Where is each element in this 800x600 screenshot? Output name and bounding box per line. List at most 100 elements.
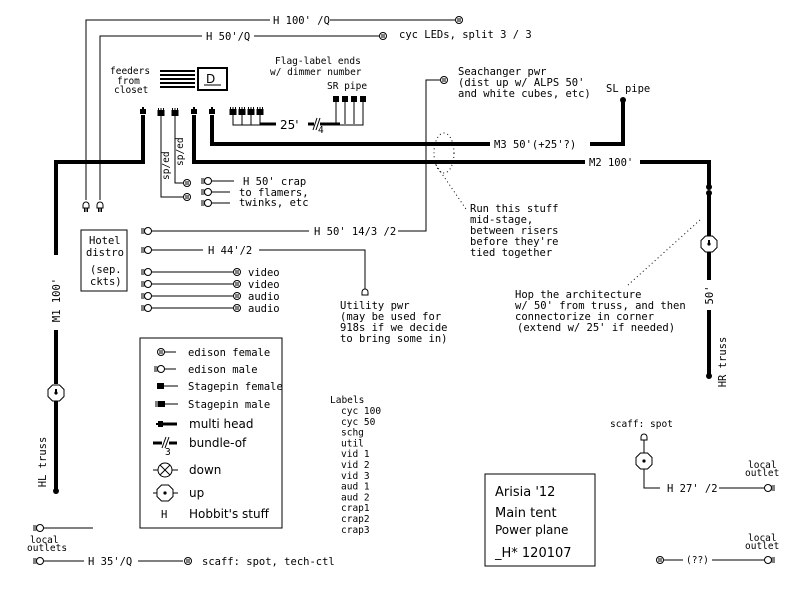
legend-label-edison-male: edison male	[188, 364, 258, 376]
feeder-m1-drop	[53, 107, 146, 494]
cable-h100q-label: H 100' /Q	[273, 15, 330, 27]
cable-m2	[191, 107, 712, 379]
hop-note-1: Hop the architecture	[515, 289, 641, 301]
crap-label-3: twinks, etc	[239, 197, 309, 209]
av-label-4: audio	[248, 303, 280, 315]
local-outlet-1-label-1: local	[748, 460, 777, 471]
label-list-item: cyc 50	[341, 417, 376, 428]
av-label-3: audio	[248, 291, 280, 303]
h44-label: H 44'/2	[208, 245, 252, 257]
hotel-label-4: ckts)	[90, 276, 122, 288]
cable-h50q: H 50'/Q	[99, 31, 387, 200]
flag-note-1: Flag-label ends	[275, 56, 361, 67]
edison-male-drop-1	[82, 201, 90, 212]
crap-label-1: H 50' crap	[243, 176, 306, 188]
hotel-label-1: Hotel	[89, 235, 121, 247]
legend-stagepin-female-icon	[157, 383, 178, 389]
flag-note-2: w/ dimmer number	[270, 67, 362, 78]
label-list-item: cyc 100	[341, 406, 381, 417]
title-venue: Main tent	[495, 506, 557, 521]
feeders-label-1: feeders	[110, 66, 150, 77]
bundle-count-label: 4	[318, 125, 324, 136]
seachanger-label-1: Seachanger pwr	[458, 66, 547, 78]
sr-pipe-label: SR pipe	[327, 81, 367, 92]
hl-truss-label: HL truss	[37, 437, 49, 488]
sp-ed-label-1: sp/ed	[161, 151, 172, 180]
dimmer-icon: D	[197, 67, 228, 91]
title-block	[484, 473, 596, 567]
utility-label-1: Utility pwr	[340, 300, 410, 312]
legend-label-stagepin-male: Stagepin male	[188, 399, 270, 411]
hop-note-2: w/ 50' from truss, and then	[515, 300, 686, 312]
cable-unknown	[656, 556, 776, 564]
legend-label-bundle-of: bundle-of	[189, 436, 247, 450]
dotted-leader-hop	[627, 219, 701, 286]
legend-multi-head-icon	[156, 421, 177, 427]
scaff-spot-tech-label: scaff: spot, tech-ctl	[202, 556, 335, 568]
legend-label-hobbit: Hobbit's stuff	[189, 507, 270, 521]
hr-50-label: 50'	[704, 286, 716, 305]
title-event: Arisia '12	[495, 485, 555, 500]
sp-ed-label-2: sp/ed	[175, 137, 186, 166]
m3-label: M3 50'(+25'?)	[494, 139, 576, 151]
utility-label-2: (may be used for	[340, 311, 441, 323]
utility-label-3: 918s if we decide	[340, 322, 447, 334]
cable-h44	[140, 246, 369, 296]
legend-stagepin-male-icon	[155, 401, 178, 407]
utility-label-4: to bring some in)	[340, 333, 447, 345]
run-note-4: before they're	[470, 236, 559, 248]
h27-label: H 27' /2	[667, 483, 718, 495]
hr-up-icon	[700, 235, 718, 253]
hotel-label-3: (sep.	[90, 264, 122, 276]
label-list-item: schg	[341, 428, 364, 439]
legend-edison-male-icon	[153, 365, 176, 373]
local-outlet-1-label-2: outlet	[745, 468, 779, 479]
edison-male-drop-2	[96, 201, 104, 212]
cable-m3	[209, 97, 626, 146]
local-outlets-cable	[32, 524, 93, 532]
cable-h27	[635, 433, 776, 492]
run-note-1: Run this stuff	[470, 203, 559, 215]
unknown-cable-label: (??)	[686, 555, 709, 566]
local-outlets-label-1: local	[30, 535, 59, 546]
cable-h50q-label: H 50'/Q	[206, 31, 250, 43]
seachanger-label-2: (dist up w/ ALPS 50'	[458, 77, 584, 89]
bundle-25-label: 25'	[280, 118, 299, 132]
legend-label-edison-female: edison female	[188, 347, 270, 359]
hop-note-4: (extend w/ 25' if needed)	[517, 322, 675, 334]
hop-note-3: connectorize in corner	[515, 311, 654, 323]
h50-14-3-label: H 50' 14/3 /2	[314, 226, 396, 238]
av-label-2: video	[248, 279, 280, 291]
local-outlet-2-label-1: local	[748, 533, 777, 544]
legend-label-up: up	[189, 486, 204, 500]
cable-h100q: H 100' /Q	[85, 15, 463, 200]
label-list-item: crap1	[341, 503, 370, 514]
local-outlet-2-label-2: outlet	[745, 541, 779, 552]
cyc-leds-label: cyc LEDs, split 3 / 3	[399, 29, 532, 41]
legend-label-stagepin-female: Stagepin female	[188, 381, 283, 393]
label-list-item: vid 1	[341, 449, 370, 460]
hr-truss-label: HR truss	[717, 337, 729, 388]
feeders-label-3: closet	[114, 85, 148, 96]
run-note-5: tied together	[470, 247, 552, 259]
title-plane: Power plane	[495, 523, 568, 537]
label-list-item: crap3	[341, 525, 370, 536]
av-cables	[140, 268, 241, 312]
hotel-distro-box	[80, 229, 128, 292]
label-list-item: aud 1	[341, 482, 370, 493]
label-list-title: Labels	[330, 395, 364, 406]
label-list-item: util	[341, 438, 364, 449]
hotel-label-2: distro	[86, 247, 124, 259]
dotted-leader-mid	[433, 132, 467, 210]
hl-up-icon	[47, 384, 65, 402]
legend-label-down: down	[189, 463, 221, 477]
label-list-item: crap2	[341, 514, 370, 525]
feeder-bundle-icon	[160, 70, 195, 88]
m2-label: M2 100'	[589, 157, 633, 169]
legend-up-icon	[153, 484, 178, 502]
label-list-item: aud 2	[341, 492, 370, 503]
dimmer-label: D	[206, 72, 215, 86]
m1-label: M1 100'	[51, 278, 63, 322]
